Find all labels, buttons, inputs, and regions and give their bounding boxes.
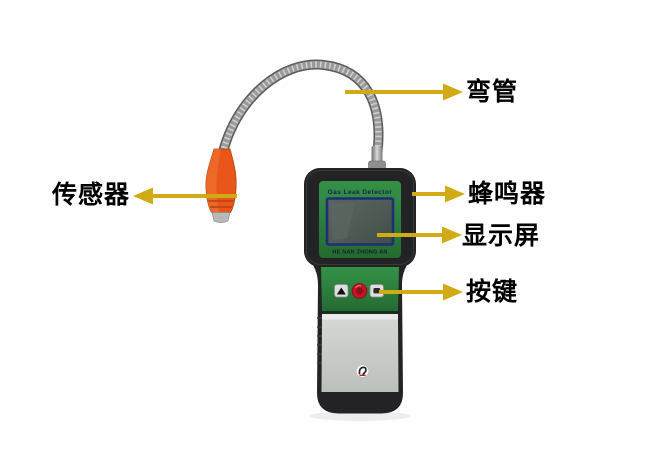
arrow-buttons	[379, 283, 463, 301]
label-sensor: 传感器	[52, 181, 131, 209]
arrow-sensor	[133, 187, 237, 205]
subbrand-text: HE NAN ZHONG AN	[332, 250, 387, 256]
arrow-display	[377, 226, 462, 244]
function-icon	[373, 288, 381, 294]
button-power	[351, 283, 368, 299]
device-shadow	[310, 411, 410, 421]
up-arrow-icon	[336, 287, 346, 295]
label-buttons: 按键	[466, 278, 519, 306]
brand-logo	[355, 364, 370, 378]
sensor-tip	[205, 148, 237, 224]
tube-connector	[368, 146, 386, 172]
label-display: 显示屏	[462, 222, 541, 250]
detector-body: Gas Leak Detector HE NAN ZHONG AN	[304, 168, 416, 414]
arrow-bend-tube	[345, 83, 463, 101]
button-up	[334, 284, 349, 298]
gooseneck-tube	[218, 59, 384, 161]
sensor-metal-tip	[211, 212, 231, 224]
lcd-screen	[325, 197, 395, 246]
label-bend-tube: 弯管	[466, 78, 519, 106]
arrow-buzzer	[412, 185, 465, 203]
brand-text: Gas Leak Detector	[328, 189, 393, 196]
label-buzzer: 蜂鸣器	[468, 180, 547, 208]
callout-arrows	[133, 83, 465, 301]
